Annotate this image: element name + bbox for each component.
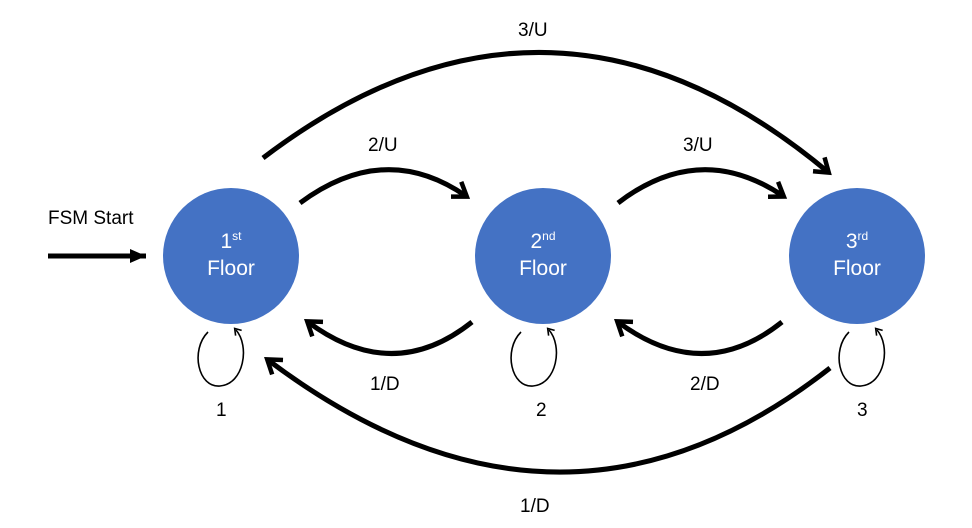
self-loop-label-floor2: 2 [536, 400, 547, 421]
svg-text:1st: 1st [220, 229, 242, 253]
state-word: Floor [833, 257, 881, 280]
transition-floor1-to-floor3 [261, 50, 832, 176]
transition-floor1-to-floor2 [298, 167, 471, 206]
state-number: 2 [530, 230, 542, 253]
transition-label-floor1-to-floor3: 3/U [518, 20, 548, 41]
transition-floor3-to-floor1 [264, 357, 832, 475]
transition-label-floor3-to-floor1: 1/D [520, 496, 550, 517]
state-word: Floor [519, 257, 567, 280]
self-loop-floor3: 3 [838, 327, 886, 421]
svg-text:2nd: 2nd [530, 229, 555, 253]
self-loop-floor2: 2 [510, 327, 558, 421]
state-number: 1 [220, 230, 232, 253]
state-number: 3 [846, 230, 858, 253]
state-floor3: 3rd Floor [789, 188, 925, 324]
self-loop-label-floor3: 3 [857, 400, 868, 421]
transition-floor2-to-floor3 [616, 167, 788, 205]
transition-label-floor1-to-floor2: 2/U [368, 135, 398, 156]
state-floor2: 2nd Floor [475, 188, 611, 324]
transition-floor2-to-floor1 [304, 319, 474, 356]
state-word: Floor [207, 257, 255, 280]
self-loop-label-floor1: 1 [216, 400, 227, 421]
transition-label-floor2-to-floor3: 3/U [683, 135, 713, 156]
state-ordinal: st [232, 229, 242, 243]
transition-label-floor3-to-floor2: 2/D [690, 374, 720, 395]
state-floor1: 1st Floor [163, 188, 299, 324]
state-ordinal: nd [542, 229, 555, 243]
transition-floor3-to-floor2 [614, 319, 784, 356]
start-label: FSM Start [48, 208, 134, 229]
self-loop-floor1: 1 [197, 327, 245, 421]
transition-label-floor2-to-floor1: 1/D [370, 374, 400, 395]
svg-text:3rd: 3rd [846, 229, 868, 253]
state-ordinal: rd [858, 229, 869, 243]
